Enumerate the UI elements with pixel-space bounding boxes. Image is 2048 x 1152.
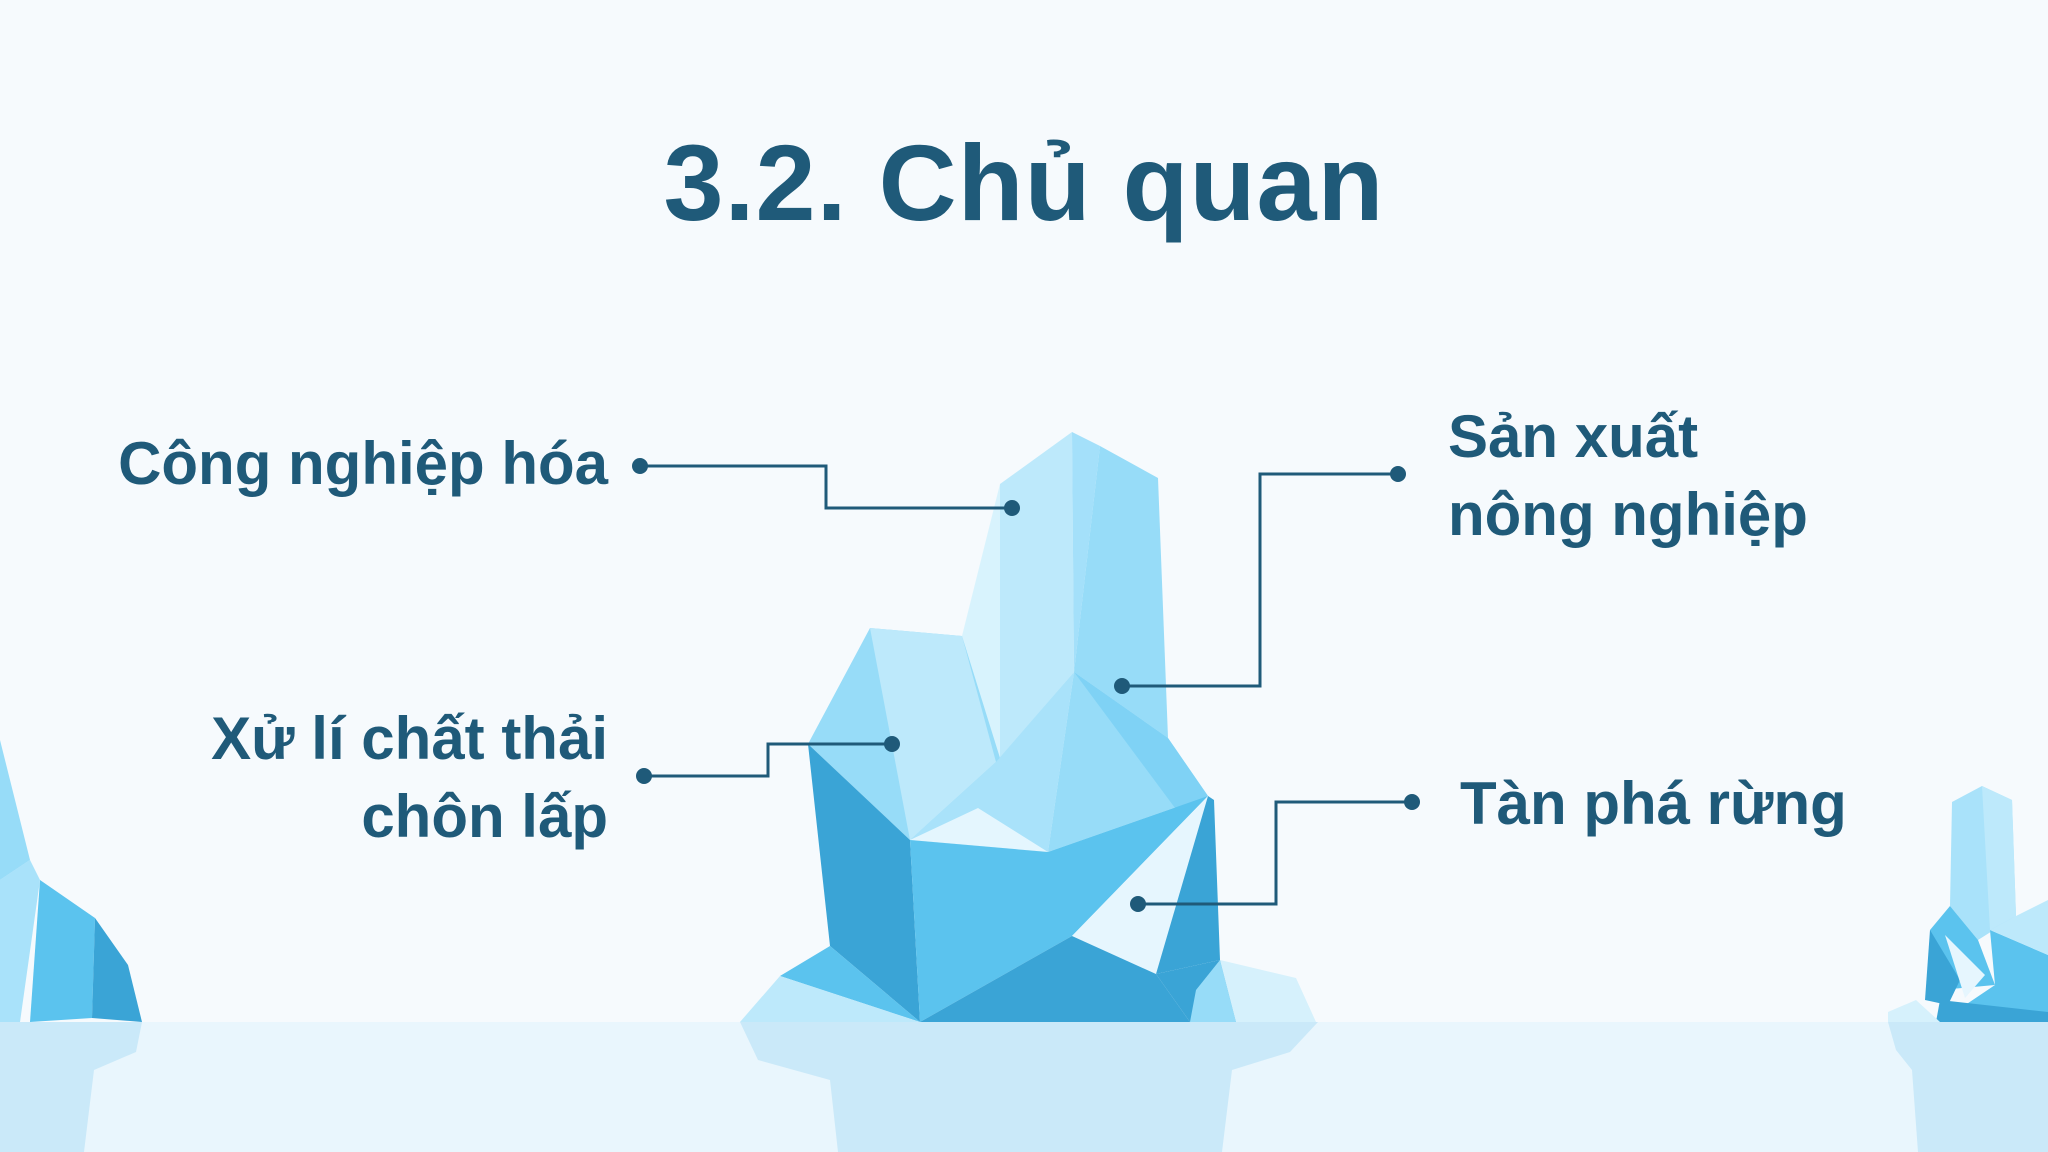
main-iceberg: [740, 432, 1316, 1022]
label-industrialization: Công nghiệp hóa: [118, 425, 608, 503]
label-agriculture-line1: Sản xuất: [1448, 403, 1699, 470]
connector-dots: [632, 458, 1420, 912]
left-small-iceberg: [0, 740, 142, 1022]
dot-deforestation-start: [1130, 896, 1146, 912]
label-agriculture-line2: nông nghiệp: [1448, 481, 1808, 548]
label-waste-line1: Xử lí chất thải: [211, 705, 608, 772]
dot-industrialization-start: [632, 458, 648, 474]
iceberg-reflection: [0, 1022, 2048, 1152]
connector-industrialization: [640, 464, 1012, 510]
dot-deforestation-end: [1404, 794, 1420, 810]
dot-agriculture-end: [1390, 466, 1406, 482]
label-industrialization-text: Công nghiệp hóa: [118, 430, 608, 497]
dot-agriculture-start: [1114, 678, 1130, 694]
dot-waste-end: [884, 736, 900, 752]
connector-deforestation: [1138, 800, 1412, 906]
label-waste-line2: chôn lấp: [361, 783, 608, 850]
slide-title: 3.2. Chủ quan: [663, 122, 1385, 243]
label-agriculture: Sản xuất nông nghiệp: [1448, 398, 1808, 554]
connector-lines: [640, 464, 1412, 906]
connector-agriculture: [1122, 472, 1398, 688]
dot-industrialization-end: [1004, 500, 1020, 516]
connector-waste: [644, 742, 892, 778]
label-waste-landfill: Xử lí chất thải chôn lấp: [211, 700, 608, 856]
right-small-iceberg: [1888, 786, 2048, 1022]
label-deforestation-text: Tàn phá rừng: [1460, 770, 1847, 837]
dot-waste-start: [636, 768, 652, 784]
label-deforestation: Tàn phá rừng: [1460, 765, 1847, 843]
